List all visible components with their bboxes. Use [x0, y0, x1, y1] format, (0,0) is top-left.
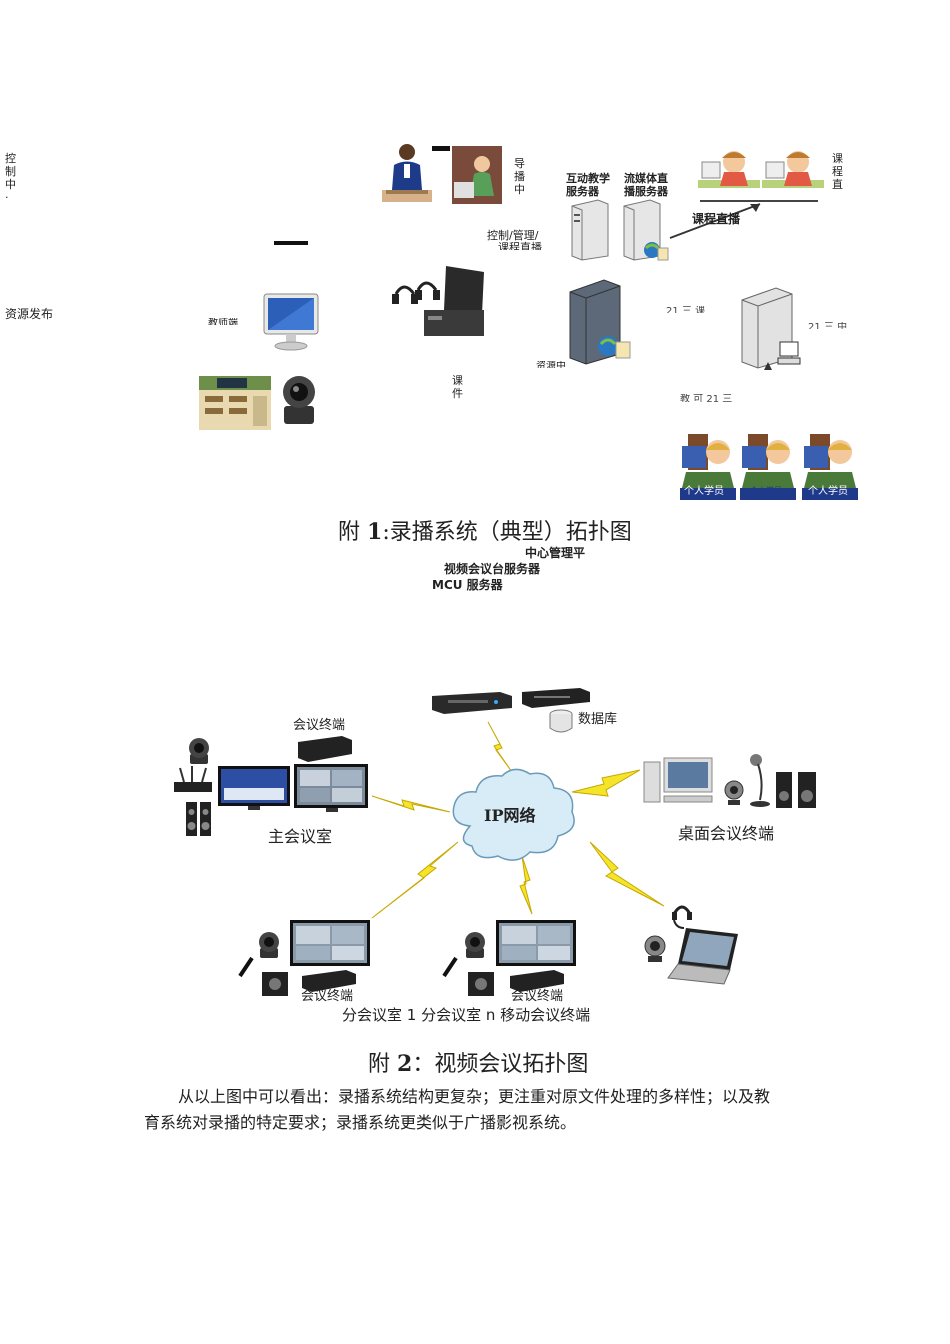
resource-side-label: 资源中 [536, 361, 566, 368]
database-icon [549, 709, 573, 733]
learner-3 [800, 432, 860, 500]
student-desk-2 [762, 151, 824, 188]
black-mark-2 [432, 146, 450, 151]
learner-label-1: 个人学员 [684, 486, 724, 497]
figure-1-caption: 附 1:录播系统（典型）拓扑图 [338, 514, 632, 546]
interactive-server-icon [571, 199, 609, 261]
learner-1 [678, 432, 738, 500]
anchor-illustration [382, 144, 432, 202]
desktop-terminal-label: 桌面会议终端 [678, 824, 775, 843]
branch1-speaker-icon [262, 972, 288, 996]
center-label-line3: MCU 服务器 [432, 578, 503, 592]
director-center-label: 导播中 [514, 157, 525, 196]
branch1-mic-icon [238, 956, 254, 978]
caption-1-num: 1 [367, 519, 383, 545]
ip-network-label: IP网络 [484, 806, 536, 825]
resource-publish-label: 资源发布 [5, 307, 54, 321]
course-live-arrow [669, 203, 761, 239]
mobile-laptop-icon [667, 928, 738, 985]
branchn-speaker-icon [468, 972, 494, 996]
interactive-server-label: 互动教学服务器 [566, 172, 610, 198]
main-display-2 [294, 764, 368, 812]
meeting-terminal-top-label: 会议终端 [293, 718, 346, 733]
branch1-camera-icon [259, 932, 279, 958]
faint-label-3: 教 可 21 三 [680, 394, 733, 402]
mobile-headset-icon [672, 905, 692, 929]
caption-1-prefix: 附 [338, 520, 367, 545]
center-label-line2: 视频会议台服务器 [444, 562, 541, 576]
ip-network-cloud [452, 768, 575, 861]
presenter-illustration [452, 146, 502, 204]
course-live-label: 课程直播 [692, 212, 741, 226]
mic-receiver-icon [174, 766, 212, 792]
branch1-terminal-label: 会议终端 [301, 989, 354, 1004]
body-paragraph-line-2: 育系统对录播的特定要求；录播系统更类似于广播影视系统。 [144, 1113, 577, 1132]
resource-server-icon [569, 279, 631, 365]
teacher-side-label: 教师端 [208, 318, 238, 325]
learner-label-2: 个人学员 [750, 486, 782, 495]
branch1-display [290, 920, 370, 966]
control-center-label: 控制中· [5, 152, 16, 204]
caption-2-num: 2 [397, 1051, 413, 1077]
student-desk-1 [698, 151, 760, 188]
recording-device-icon [392, 266, 484, 336]
streaming-server-icon [623, 199, 669, 261]
platform-server-icon [522, 688, 590, 708]
database-label: 数据库 [578, 712, 618, 727]
mobile-webcam-icon [644, 935, 666, 962]
center-label-line1: 中心管理平 [525, 546, 586, 560]
caption-1-text: :录播系统（典型）拓扑图 [382, 520, 632, 545]
desk-webcam-icon [724, 780, 744, 805]
branchn-terminal-label: 会议终端 [511, 989, 564, 1004]
branchn-mic-icon [442, 956, 458, 978]
figure-2-caption: 附 2：视频会议拓扑图 [368, 1046, 588, 1078]
main-camera-icon [189, 738, 209, 764]
faint-label-2: 21 三 中 [808, 322, 848, 329]
branchn-terminal-box [510, 970, 564, 992]
body-paragraph-line-1: 从以上图中可以看出：录播系统结构更复杂；更注重对原文件处理的多样性；以及教 [178, 1087, 771, 1106]
faint-label-1: 21 三 课 [666, 306, 706, 313]
course-live-side-label: 课程直 [832, 152, 843, 191]
learner-2 [738, 432, 798, 500]
control-manage-label: 控制/管理/ [487, 229, 539, 242]
learner-label-3: 个人学员 [808, 486, 848, 497]
main-display-1 [218, 766, 290, 810]
streaming-server-label: 流媒体直播服务器 [624, 172, 668, 198]
main-room-label: 主会议室 [268, 827, 333, 846]
courseware-label: 课件 [452, 374, 463, 400]
classroom-illustration [199, 376, 271, 430]
teacher-monitor-icon [263, 293, 319, 351]
right-server-icon [741, 287, 801, 370]
branch1-terminal-box [302, 970, 356, 992]
main-speakers-icon [186, 802, 211, 836]
desk-speakers-icon [776, 772, 816, 808]
desk-mic-icon [750, 754, 770, 807]
caption-2-prefix: 附 [368, 1052, 397, 1077]
course-live-line-label: 课程直播 [498, 241, 542, 250]
black-mark [274, 241, 308, 245]
bottom-labels-line: 分会议室 1 分会议室 n 移动会议终端 [342, 1006, 591, 1024]
branchn-camera-icon [465, 932, 485, 958]
desktop-pc-icon [643, 757, 713, 803]
mcu-server-icon [432, 692, 512, 714]
caption-2-text: ：视频会议拓扑图 [412, 1052, 589, 1077]
branchn-display [496, 920, 576, 966]
main-terminal-box [298, 736, 352, 762]
ptz-camera-icon [283, 376, 315, 424]
divider-line [700, 200, 818, 202]
